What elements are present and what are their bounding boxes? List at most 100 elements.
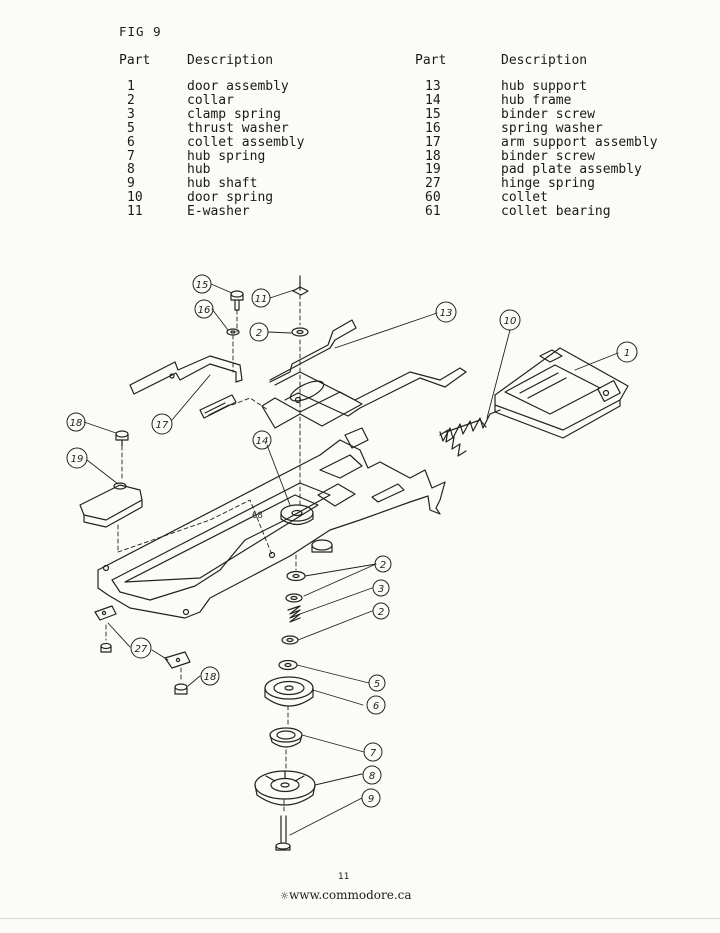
part-description: hub spring (187, 148, 266, 164)
footer-url: ☼www.commodore.ca (280, 888, 412, 902)
part-description: thrust washer (187, 120, 289, 136)
part-number: 14 (425, 92, 441, 108)
thrust-washer-drawing (278, 659, 298, 671)
part-number: 11 (127, 204, 143, 220)
table-row: 9 hub shaft (119, 177, 304, 191)
callout-circles (66, 274, 638, 808)
assembly-guide-lines (105, 294, 301, 815)
part-number: 9 (127, 176, 135, 192)
table-row: 60 collet (415, 191, 658, 205)
footer-url-text: www.commodore.ca (288, 888, 412, 902)
callout-label: 13 (440, 308, 453, 319)
pad-plate-drawing (79, 482, 143, 528)
table-row: 5 thrust washer (119, 120, 304, 136)
part-number: 61 (425, 204, 441, 220)
part-number: 7 (127, 148, 135, 164)
e-washer-11-drawing (292, 275, 309, 296)
collar-2-a-drawing (286, 570, 306, 582)
callout-label: 2 (380, 560, 386, 571)
hub-support-drawing (261, 319, 467, 429)
callout-label: 16 (198, 305, 211, 316)
table-row: 14 hub frame (415, 94, 658, 108)
part-number: 60 (425, 190, 441, 206)
callout-label: 14 (256, 436, 269, 447)
part-description: spring washer (501, 120, 603, 136)
clamp-spring-drawing (287, 605, 301, 623)
collar-2-b-drawing (285, 593, 303, 603)
part-header: Part (119, 52, 151, 68)
table-row: 7 hub spring (119, 148, 304, 164)
collar-2-c-drawing (281, 635, 299, 645)
page-edge-divider (0, 918, 720, 919)
door-assembly-drawing (494, 347, 629, 439)
hub-bushing-drawing (280, 504, 314, 526)
part-number: 8 (127, 162, 135, 178)
table-row: 10 door spring (119, 191, 304, 205)
collet-assembly-drawing (264, 676, 314, 707)
hub-shaft-drawing (275, 815, 291, 851)
part-header: Part (415, 52, 447, 68)
binder-screw-lower-left-drawing (100, 642, 112, 653)
hub-drawing (254, 770, 316, 806)
hub-frame-drawing (97, 427, 446, 619)
part-number: 13 (425, 79, 441, 94)
callout-label: 18 (204, 672, 217, 683)
binder-screw-18-upper-drawing (115, 430, 129, 447)
binder-screw-18-lower-drawing (174, 683, 188, 695)
part-description: arm support assembly (501, 134, 658, 150)
table-row: 19 pad plate assembly (415, 163, 658, 177)
leader-lines (83, 283, 619, 836)
table-row: 61 collet bearing (415, 205, 658, 219)
hinge-spring-drawing (94, 605, 191, 669)
figure-title: FIG 9 (119, 24, 162, 39)
callout-label: 5 (374, 679, 380, 690)
callout-label: 8 (369, 771, 375, 782)
parts-table-right: Part Description 13 hub support 14 hub fra… (415, 52, 658, 219)
part-number: 15 (425, 106, 441, 122)
callout-label: 19 (71, 454, 84, 465)
table-row: 2 collar (119, 94, 304, 108)
part-description: collet bearing (501, 204, 611, 220)
part-description: hub frame (501, 92, 572, 108)
part-description: hinge spring (501, 176, 595, 192)
callout-label: 9 (368, 794, 374, 805)
part-description: collet (501, 190, 548, 206)
part-description: hub support (501, 79, 588, 94)
description-header: Description (501, 52, 588, 68)
part-description: door assembly (187, 79, 289, 94)
part-description: collar (187, 92, 234, 108)
table-row: 6 collet assembly (119, 134, 305, 150)
table-row: 13 hub support (415, 80, 658, 94)
callout-label: 10 (504, 316, 517, 327)
part-number: 19 (425, 162, 441, 178)
callout-label: 11 (255, 294, 268, 305)
callout-label: 15 (196, 280, 209, 291)
part-description: hub shaft (187, 176, 258, 192)
callout-label: 1 (624, 348, 630, 359)
part-description: binder screw (501, 148, 595, 164)
part-number: 6 (127, 134, 135, 150)
part-description: pad plate assembly (501, 162, 642, 178)
part-number: 2 (127, 92, 135, 108)
part-number: 10 (127, 190, 143, 206)
door-spring-drawing (439, 409, 501, 457)
part-description: collet assembly (187, 134, 305, 150)
callout-label: 6 (373, 701, 379, 712)
part-description: binder screw (501, 106, 595, 122)
part-number: 5 (127, 120, 135, 136)
part-description: clamp spring (187, 106, 281, 122)
callout-label: 18 (70, 418, 83, 429)
arm-support-drawing (129, 355, 243, 419)
page-number: 11 (338, 872, 350, 882)
callout-label: 2 (256, 328, 262, 339)
part-description: door spring (187, 190, 274, 206)
